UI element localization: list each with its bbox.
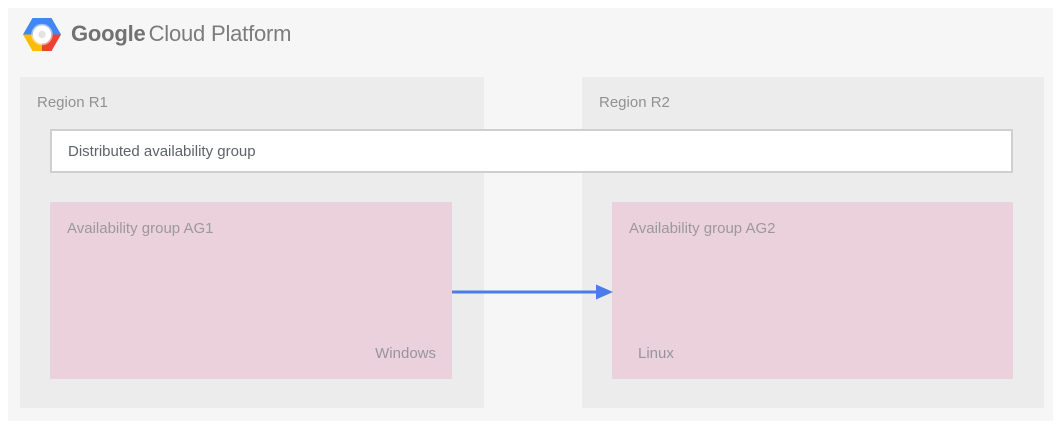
brand-secondary: Cloud Platform: [148, 21, 292, 46]
google-cloud-platform-icon: [23, 17, 61, 51]
region-r2-label: Region R2: [599, 94, 670, 111]
distributed-availability-group-box: Distributed availability group: [50, 129, 1013, 173]
ag1-os-label: Windows: [375, 345, 436, 362]
ag2-os-label: Linux: [638, 345, 674, 362]
brand-primary: Google: [71, 21, 146, 46]
availability-group-ag1-box: Availability group AG1 Windows: [50, 202, 452, 379]
region-r1-label: Region R1: [37, 94, 108, 111]
availability-group-ag2-label: Availability group AG2: [629, 220, 776, 237]
distributed-availability-group-label: Distributed availability group: [68, 142, 256, 160]
availability-group-ag2-box: Availability group AG2 Linux: [612, 202, 1013, 379]
replication-arrow: [452, 284, 613, 300]
availability-group-ag1-label: Availability group AG1: [67, 220, 214, 237]
